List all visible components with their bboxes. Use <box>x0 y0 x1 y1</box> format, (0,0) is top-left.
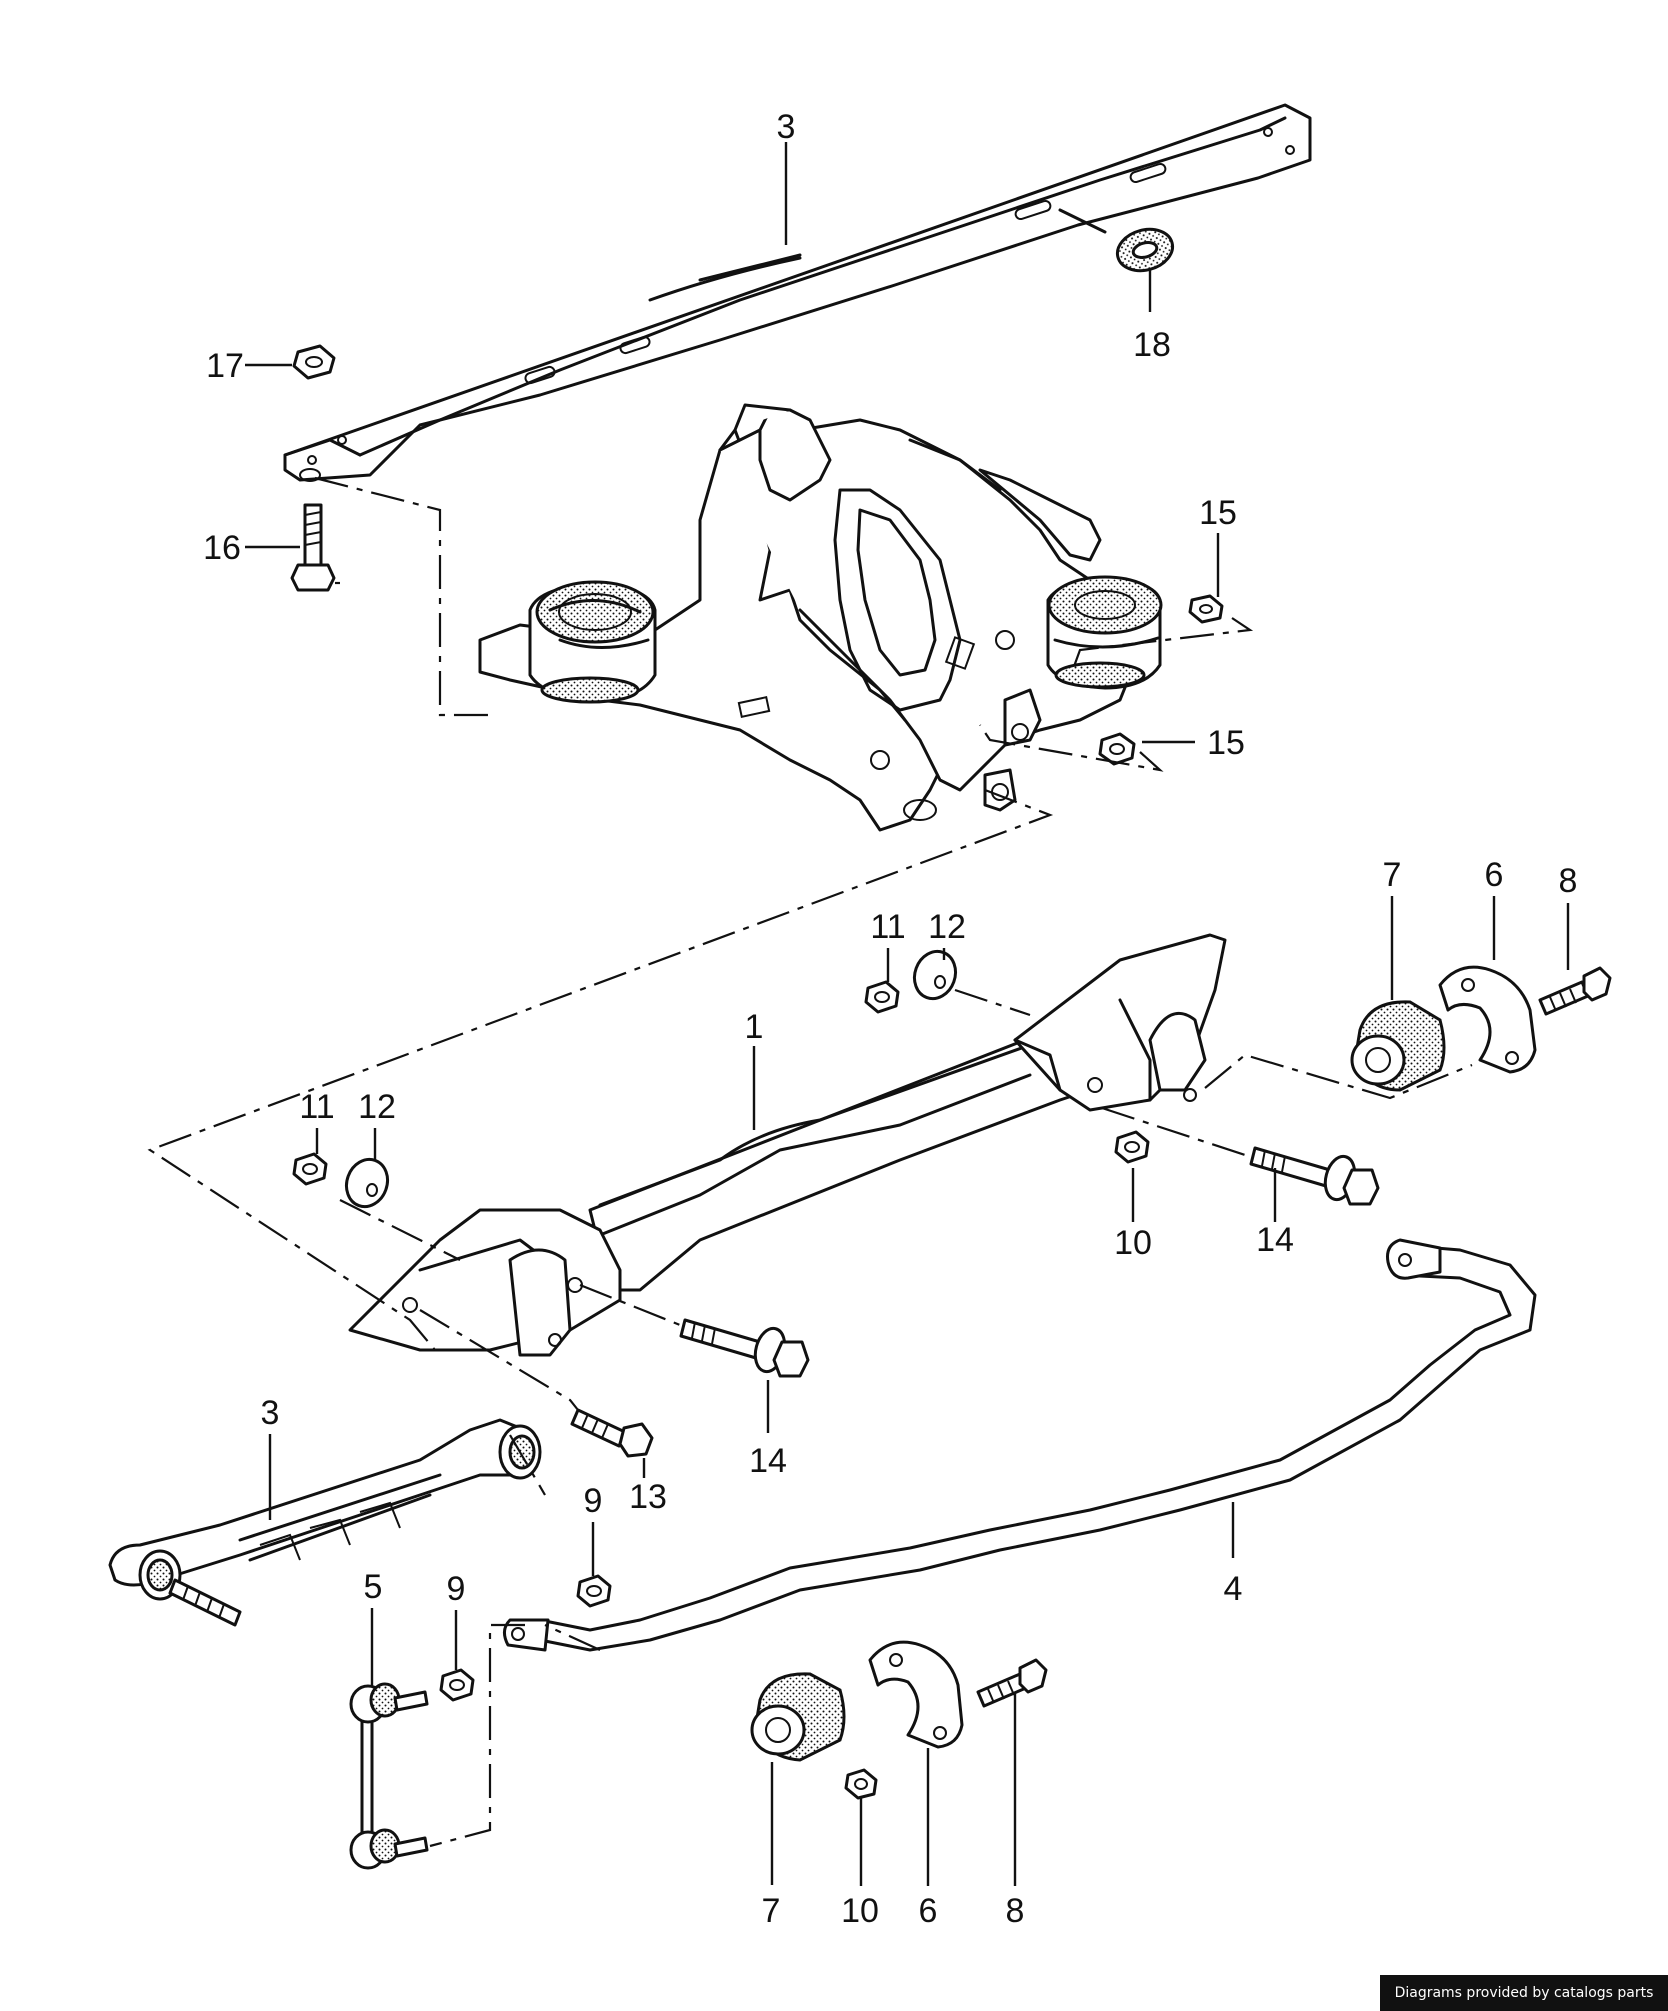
part-16-bolt <box>290 503 336 592</box>
part-7-bushing-upper <box>1350 1000 1446 1092</box>
part-10-nut-upper <box>1114 1130 1150 1164</box>
callout-17: 17 <box>206 347 244 385</box>
part-4-stabilizer-bar <box>503 1238 1537 1652</box>
part-6-clamp-lower <box>868 1640 964 1749</box>
callout-11-lower: 11 <box>299 1088 334 1126</box>
part-7-bushing-lower <box>750 1672 846 1762</box>
part-5-coupling-link <box>349 1682 429 1870</box>
part-11-nut-lower <box>292 1152 328 1186</box>
part-17-nut <box>292 344 336 380</box>
callout-14-upper: 14 <box>1256 1221 1294 1259</box>
callout-11-upper: 11 <box>870 908 905 946</box>
part-3-trailing-arm <box>108 1418 542 1627</box>
callout-1: 1 <box>745 1008 764 1046</box>
callout-12-lower: 12 <box>358 1088 396 1126</box>
callout-18: 18 <box>1133 326 1171 364</box>
part-12-washer-lower <box>344 1157 390 1209</box>
part-9-nut-link <box>439 1668 475 1702</box>
callout-13: 13 <box>629 1478 667 1516</box>
leader-lines <box>245 142 1570 1886</box>
callout-4: 4 <box>1224 1570 1243 1608</box>
callout-9-link: 9 <box>447 1570 466 1608</box>
part-13-bolt <box>570 1408 654 1458</box>
callout-6-lower: 6 <box>919 1892 938 1930</box>
part-2-cross-member <box>283 103 1312 482</box>
callout-9-bar: 9 <box>584 1482 603 1520</box>
callout-3: 3 <box>261 1394 280 1432</box>
callout-7-lower: 7 <box>762 1892 781 1930</box>
callout-15-upper: 15 <box>1199 494 1237 532</box>
callout-2: 3 <box>777 108 796 146</box>
part-14-bolt-upper <box>1249 1146 1380 1206</box>
callout-7-upper: 7 <box>1383 856 1402 894</box>
callout-15-lower: 15 <box>1207 724 1245 762</box>
callout-10-lower: 10 <box>841 1892 879 1930</box>
assembly-lines <box>147 476 1473 1848</box>
part-8-bolt-upper <box>1538 966 1612 1016</box>
part-15-nut-lower <box>1098 732 1136 766</box>
part-12-washer-upper <box>912 949 958 1001</box>
callout-12-upper: 12 <box>928 908 966 946</box>
callout-14-lower: 14 <box>749 1442 787 1480</box>
callout-5: 5 <box>364 1568 383 1606</box>
part-11-nut-upper <box>864 980 900 1014</box>
callout-16: 16 <box>203 529 241 567</box>
part-6-clamp-upper <box>1438 965 1537 1074</box>
callout-10-upper: 10 <box>1114 1224 1152 1262</box>
subframe-carrier <box>478 403 1163 832</box>
part-10-nut-lower <box>844 1768 878 1800</box>
part-1-axle-beam <box>348 933 1227 1357</box>
credit-banner: Diagrams provided by catalogs parts <box>1380 1975 1668 2011</box>
callout-labels: 3 18 17 16 15 15 11 12 1 11 12 10 14 14 … <box>203 108 1577 1930</box>
part-18-grommet <box>1058 208 1175 273</box>
part-9-nut-bar <box>576 1574 612 1608</box>
callout-8-upper: 8 <box>1559 862 1578 900</box>
callout-8-lower: 8 <box>1006 1892 1025 1930</box>
part-15-nut-upper <box>1188 594 1224 624</box>
part-8-bolt-lower <box>976 1658 1048 1708</box>
part-14-bolt-lower <box>679 1318 810 1378</box>
callout-6-upper: 6 <box>1485 856 1504 894</box>
